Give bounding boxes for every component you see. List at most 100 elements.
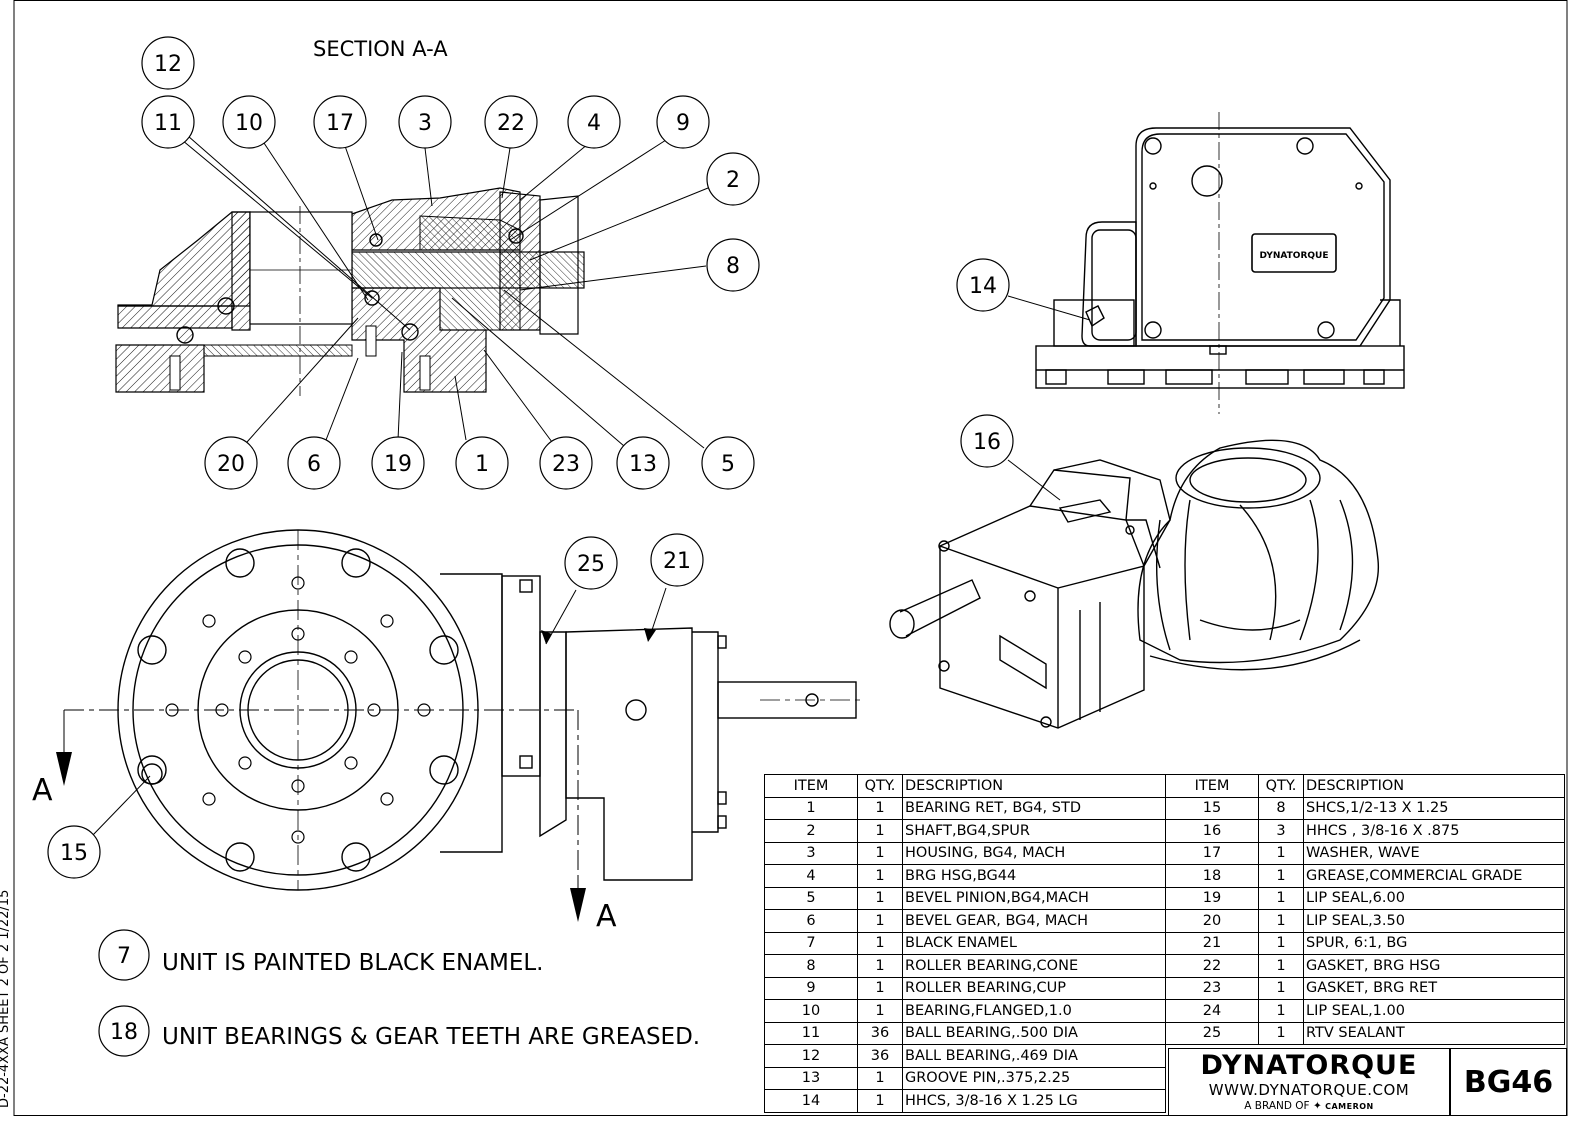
bom-item: 6: [764, 909, 858, 933]
bom-item: 15: [1165, 796, 1259, 820]
bom-qty: 1: [857, 1066, 903, 1090]
bom-description: BEARING RET, BG4, STD: [902, 796, 1166, 820]
bom-description: BEVEL GEAR, BG4, MACH: [902, 909, 1166, 933]
bom-description: LIP SEAL,1.00: [1303, 999, 1565, 1023]
bom-item: 11: [764, 1021, 858, 1045]
callout-5: 5: [721, 452, 735, 477]
bom-item: 14: [764, 1089, 858, 1113]
bom-item: 19: [1165, 886, 1259, 910]
callout-17: 17: [326, 111, 354, 136]
title-block: DYNATORQUE WWW.DYNATORQUE.COM A BRAND OF…: [1168, 1048, 1450, 1116]
note-2-text: UNIT BEARINGS & GEAR TEETH ARE GREASED.: [162, 1024, 700, 1050]
bom-qty: 1: [857, 909, 903, 933]
section-marker-right: A: [596, 899, 617, 934]
callout-19: 19: [384, 452, 412, 477]
section-cut-line: [63, 530, 860, 890]
note-1-item: 7: [117, 944, 131, 969]
bom-description: GASKET, BRG RET: [1303, 976, 1565, 1000]
callout-3: 3: [418, 111, 432, 136]
bom-item: 17: [1165, 841, 1259, 865]
callout-2: 2: [726, 168, 740, 193]
bom-qty: 1: [1258, 1021, 1304, 1045]
callout-13: 13: [629, 452, 657, 477]
bom-description: ROLLER BEARING,CONE: [902, 954, 1166, 978]
bom-qty: 1: [857, 841, 903, 865]
bom-description: GASKET, BRG HSG: [1303, 954, 1565, 978]
bom-header-item: ITEM: [764, 774, 858, 798]
website-link[interactable]: WWW.DYNATORQUE.COM: [1208, 1081, 1410, 1099]
bom-description: HHCS , 3/8-16 X .875: [1303, 819, 1565, 843]
bom-item: 1: [764, 796, 858, 820]
bom-qty: 8: [1258, 796, 1304, 820]
bom-item: 10: [764, 999, 858, 1023]
callout-20: 20: [217, 452, 245, 477]
bom-header-item: ITEM: [1165, 774, 1259, 798]
callout-1: 1: [475, 452, 489, 477]
bom-item: 4: [764, 864, 858, 888]
bom-item: 5: [764, 886, 858, 910]
callout-10: 10: [235, 111, 263, 136]
bom-qty: 3: [1258, 819, 1304, 843]
callout-11: 11: [154, 111, 182, 136]
bom-description: HHCS, 3/8-16 X 1.25 LG: [902, 1089, 1166, 1113]
bom-item: 23: [1165, 976, 1259, 1000]
bom-qty: 1: [857, 796, 903, 820]
bom-description: SPUR, 6:1, BG: [1303, 931, 1565, 955]
bom-header-qty: QTY.: [1258, 774, 1304, 798]
callout-21: 21: [663, 549, 691, 574]
bom-item: 9: [764, 976, 858, 1000]
bom-description: BALL BEARING,.469 DIA: [902, 1044, 1166, 1068]
bom-qty: 1: [857, 864, 903, 888]
bom-description: HOUSING, BG4, MACH: [902, 841, 1166, 865]
bom-item: 13: [764, 1066, 858, 1090]
bom-description: GREASE,COMMERCIAL GRADE: [1303, 864, 1565, 888]
iso-view: [889, 439, 1380, 729]
bom-qty: 1: [1258, 864, 1304, 888]
bom-qty: 1: [857, 931, 903, 955]
bom-qty: 1: [857, 1089, 903, 1113]
note-1-text: UNIT IS PAINTED BLACK ENAMEL.: [162, 950, 543, 976]
bom-item: 8: [764, 954, 858, 978]
bom-description: BRG HSG,BG44: [902, 864, 1166, 888]
brand-logo: DYNATORQUE: [1200, 1050, 1418, 1081]
bom-description: SHAFT,BG4,SPUR: [902, 819, 1166, 843]
bom-header-description: DESCRIPTION: [1303, 774, 1565, 798]
bom-qty: 1: [1258, 999, 1304, 1023]
callout-23: 23: [552, 452, 580, 477]
parent-logo-icon: ✦: [1312, 1100, 1322, 1112]
bom-qty: 1: [1258, 976, 1304, 1000]
brand-of-text: A BRAND OF: [1244, 1100, 1310, 1112]
bom-description: GROOVE PIN,.375,2.25: [902, 1066, 1166, 1090]
bom-qty: 1: [1258, 886, 1304, 910]
bom-item: 24: [1165, 999, 1259, 1023]
sheet-border: [13, 0, 1568, 1116]
callout-25: 25: [577, 552, 605, 577]
parent-logo: CAMERON: [1325, 1102, 1374, 1111]
bom-qty: 1: [857, 999, 903, 1023]
bom-item: 18: [1165, 864, 1259, 888]
callout-14: 14: [969, 274, 997, 299]
bom-description: ROLLER BEARING,CUP: [902, 976, 1166, 1000]
bom-item: 20: [1165, 909, 1259, 933]
callout-12: 12: [154, 52, 182, 77]
callout-22: 22: [497, 111, 525, 136]
brand-of-line: A BRAND OF ✦ CAMERON: [1169, 1099, 1449, 1114]
bom-description: RTV SEALANT: [1303, 1021, 1565, 1045]
callout-9: 9: [676, 111, 690, 136]
bom-description: BEARING,FLANGED,1.0: [902, 999, 1166, 1023]
side-view: [1035, 127, 1405, 389]
bom-description: WASHER, WAVE: [1303, 841, 1565, 865]
section-view: SECTION A-A: [115, 36, 760, 490]
bom-item: 2: [764, 819, 858, 843]
bill-of-materials: ITEM QTY. DESCRIPTION ITEM QTY. DESCRIPT…: [764, 774, 1565, 1113]
